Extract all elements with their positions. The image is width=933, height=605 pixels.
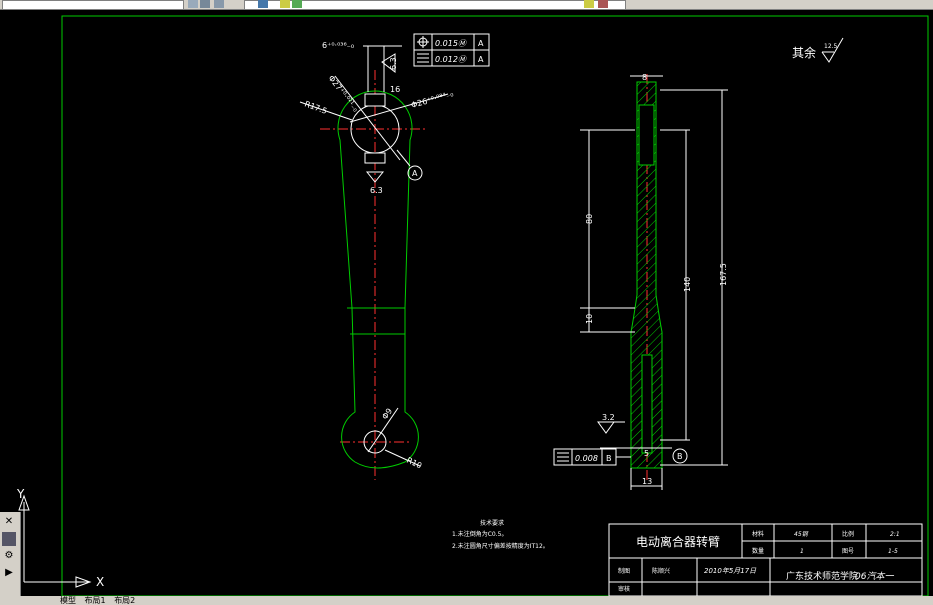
svg-text:审核: 审核 xyxy=(618,585,630,593)
dim-keyway-width: 6⁺⁰·⁰³⁶₋₀ xyxy=(322,41,354,50)
close-icon[interactable]: ✕ xyxy=(4,516,14,527)
svg-text:A: A xyxy=(478,39,484,48)
svg-text:A: A xyxy=(412,169,418,178)
title-school: 广东技术师范学院 xyxy=(786,570,858,582)
play-icon[interactable]: ▶ xyxy=(5,567,13,578)
svg-text:0.015Ⓜ: 0.015Ⓜ xyxy=(435,39,468,48)
dim-side-10: 10 xyxy=(585,314,594,324)
title-class: 06汽本一 xyxy=(855,571,894,582)
svg-text:图号: 图号 xyxy=(842,548,854,555)
layout-tabs-bar: 模型 布局1 布局2 xyxy=(0,596,933,605)
dim-side-5: 5 xyxy=(644,449,649,458)
tab-model[interactable]: 模型 xyxy=(60,596,76,605)
eye-bore xyxy=(363,430,387,454)
sun-icon[interactable] xyxy=(292,0,302,8)
arm-outline xyxy=(337,90,419,469)
style-combo[interactable] xyxy=(244,0,626,10)
lightbulb-icon[interactable] xyxy=(280,0,290,8)
dim-side-13: 13 xyxy=(642,477,652,486)
top-toolbar xyxy=(0,0,933,10)
ucs-y-label: Y xyxy=(16,487,25,501)
dim-side-8: 8 xyxy=(642,73,647,82)
roughness-symbol-general: 12.5 xyxy=(821,37,844,63)
lock-icon[interactable] xyxy=(598,0,608,8)
ucs-x-label: X xyxy=(96,575,104,589)
svg-text:陈顺兴: 陈顺兴 xyxy=(652,567,670,575)
layer-state-icon[interactable] xyxy=(200,0,210,8)
freeze-icon[interactable] xyxy=(584,0,594,8)
roughness-symbol-bottom: 6.3 xyxy=(365,171,385,195)
sheet-border xyxy=(61,15,929,596)
svg-text:2:1: 2:1 xyxy=(890,531,900,538)
roughness-symbol-side: 3.2 xyxy=(597,413,625,434)
tab-layout1[interactable]: 布局1 xyxy=(84,596,106,605)
front-view: 6⁺⁰·⁰³⁶₋₀ Φ27⁺⁰·⁰²¹₋₀ Φ26⁺⁰·⁰⁸⁴₋₀ R17.5 … xyxy=(299,33,490,480)
dim-phi27: Φ27⁺⁰·⁰²¹₋₀ xyxy=(326,74,360,114)
ucs-icon: X Y xyxy=(16,487,104,589)
title-block: 电动离合器转臂 材料 45钢 比例 2:1 数量 1 图号 1-5 制图 陈顺兴… xyxy=(608,523,923,596)
left-dock-palette: ✕ ⚙ ▶ xyxy=(0,512,21,596)
dim-r10: R10 xyxy=(405,456,423,471)
layer-combo[interactable] xyxy=(2,0,184,10)
roughness-symbol-top: 6.3 xyxy=(381,53,398,74)
svg-text:3.2: 3.2 xyxy=(602,413,615,422)
tech-req-title: 技术要求 xyxy=(480,519,504,527)
svg-text:2010年5月17日: 2010年5月17日 xyxy=(704,567,757,575)
feature-control-frame-position: 0.015Ⓜ A xyxy=(413,33,490,51)
svg-text:0.008: 0.008 xyxy=(575,454,598,463)
svg-text:1-5: 1-5 xyxy=(888,548,898,555)
feature-control-frame-symmetry: 0.012Ⓜ A xyxy=(413,49,490,67)
svg-text:6.3: 6.3 xyxy=(370,186,383,195)
dim-phi26: Φ26⁺⁰·⁰⁸⁴₋₀ xyxy=(410,89,454,110)
dim-side-1675: 167.5 xyxy=(719,263,728,286)
dim-r175: R17.5 xyxy=(303,99,328,115)
roughness-note: 其余 xyxy=(792,45,816,60)
svg-text:1: 1 xyxy=(800,548,804,555)
tech-requirements: 技术要求 1.未注倒角为C0.5。 2.未注圆角尺寸偏差按精度为IT12。 xyxy=(452,519,549,550)
settings-icon[interactable]: ⚙ xyxy=(4,550,14,561)
title-part-name: 电动离合器转臂 xyxy=(636,534,720,549)
tech-req-line1: 1.未注倒角为C0.5。 xyxy=(452,530,507,538)
dim-side-140: 140 xyxy=(683,277,692,292)
palette-icon[interactable] xyxy=(2,532,16,546)
datum-b-marker xyxy=(672,448,688,464)
tech-req-line2: 2.未注圆角尺寸偏差按精度为IT12。 xyxy=(452,542,549,550)
plot-icon[interactable] xyxy=(258,0,268,8)
svg-text:45钢: 45钢 xyxy=(794,530,809,538)
svg-text:比例: 比例 xyxy=(842,530,854,538)
drawing-canvas[interactable]: X Y 其余 12.5 6⁺⁰·⁰³⁶₋₀ Φ27⁺⁰·⁰²¹₋₀ Φ26⁺⁰·… xyxy=(0,10,933,596)
dim-16: 16 xyxy=(390,85,400,94)
dim-phi9: Φ9 xyxy=(380,407,394,421)
svg-text:B: B xyxy=(677,452,683,461)
svg-text:A: A xyxy=(478,55,484,64)
svg-text:材料: 材料 xyxy=(752,530,764,538)
layer-properties-icon[interactable] xyxy=(188,0,198,8)
side-view: 8 80 10 140 167.5 13 5 B 3.2 xyxy=(553,73,728,490)
svg-text:数量: 数量 xyxy=(752,547,764,555)
svg-text:B: B xyxy=(606,454,612,463)
dim-side-80: 80 xyxy=(585,214,594,224)
tab-layout2[interactable]: 布局2 xyxy=(114,596,136,605)
feature-control-frame-side: 0.008 B xyxy=(553,448,631,466)
svg-text:6.3: 6.3 xyxy=(389,57,398,70)
svg-text:制图: 制图 xyxy=(618,567,630,575)
svg-text:12.5: 12.5 xyxy=(824,43,838,50)
make-current-icon[interactable] xyxy=(214,0,224,8)
svg-text:0.012Ⓜ: 0.012Ⓜ xyxy=(435,55,468,64)
datum-a-marker xyxy=(407,165,423,181)
